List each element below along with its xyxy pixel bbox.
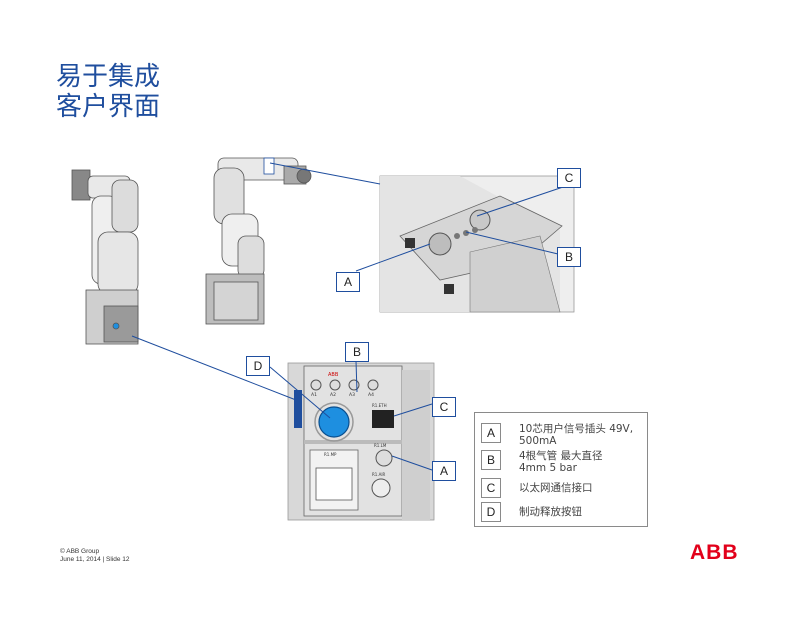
panel-label-a3: A3: [349, 392, 355, 398]
panel-label-a4: A4: [368, 392, 374, 398]
title-line-2: 客户界面: [56, 92, 161, 122]
callout-c-panel: C: [432, 397, 456, 417]
slide-title: 易于集成 客户界面: [56, 62, 160, 122]
legend-key-b: B: [481, 450, 501, 470]
robot-middle-illustration: [205, 157, 312, 325]
callout-c-wrist: C: [557, 168, 581, 188]
panel-label-r1mp: R1.MP: [324, 452, 337, 457]
callout-b-wrist: B: [557, 247, 581, 267]
panel-label-r1eth: R1.ETH: [372, 403, 387, 408]
callout-b-panel: B: [345, 342, 369, 362]
panel-label-r1lm: R1.LM: [374, 443, 387, 448]
panel-label-a1: A1: [311, 392, 317, 398]
panel-label-a2: A2: [330, 392, 336, 398]
panel-label-r1air: R1.AIR: [372, 472, 386, 477]
legend-text-b: 4根气管 最大直径 4mm 5 bar: [519, 450, 603, 474]
legend-key-d: D: [481, 502, 501, 522]
legend-text-c: 以太网通信接口: [519, 482, 593, 494]
callout-d-panel: D: [246, 356, 270, 376]
callout-a-panel: A: [432, 461, 456, 481]
footer-date-slide: June 11, 2014 | Slide 12: [60, 556, 130, 563]
robot-left-illustration: [71, 169, 139, 345]
panel-abb-logo: ABB: [328, 372, 339, 378]
footer-copyright: © ABB Group: [60, 548, 100, 555]
legend-key-c: C: [481, 478, 501, 498]
legend-text-a: 10芯用户信号插头 49V, 500mA: [519, 423, 634, 447]
leader-lines: [131, 162, 567, 471]
callout-a-wrist: A: [336, 272, 360, 292]
legend-table: A 10芯用户信号插头 49V, 500mA B 4根气管 最大直径 4mm 5…: [474, 412, 648, 527]
title-line-1: 易于集成: [56, 62, 161, 92]
zoom-detail-base-panel: ABB A1 A2 A3 A4 R1.ETH R1.LM R1.MP R1.AI…: [287, 362, 435, 521]
abb-logo: ABB: [690, 541, 739, 564]
footer: © ABB Group June 11, 2014 | Slide 12: [60, 548, 130, 564]
zoom-detail-wrist: [379, 175, 575, 313]
legend-key-a: A: [481, 423, 501, 443]
legend-text-d: 制动释放按钮: [519, 506, 582, 518]
